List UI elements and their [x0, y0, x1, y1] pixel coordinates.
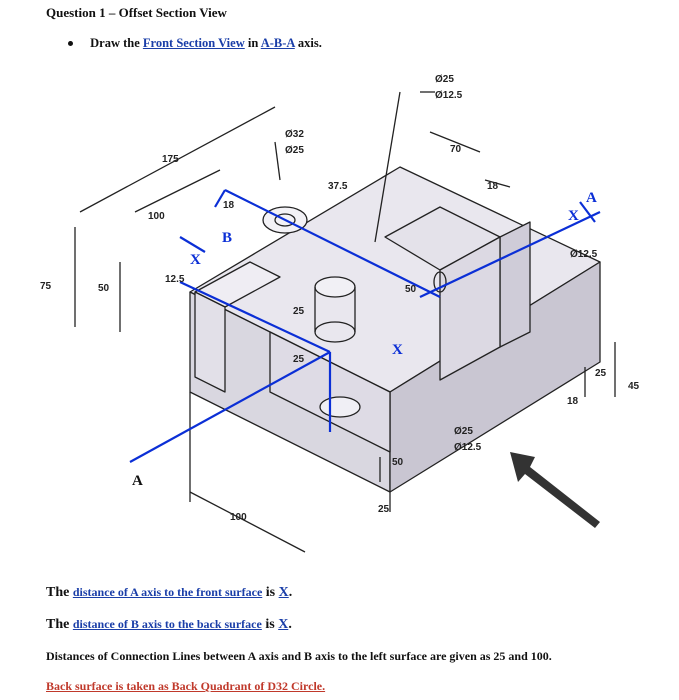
- front-section-view-link[interactable]: Front Section View: [142, 36, 245, 50]
- hole-top-inner: [274, 213, 296, 227]
- question-title: Question 1 – Offset Section View: [46, 5, 227, 20]
- label-x-right: X: [568, 208, 579, 224]
- dim-45: 45: [628, 381, 640, 392]
- upright-front: [194, 291, 226, 393]
- dim-18-left: 18: [223, 200, 235, 211]
- right-upright-side: [499, 221, 531, 348]
- dim-50-bottom: 50: [392, 457, 404, 468]
- dim-25-right: 25: [595, 368, 607, 379]
- s2-link[interactable]: distance of B axis to the back surface: [72, 617, 262, 631]
- statement-back-surface: Back surface is taken as Back Quadrant o…: [46, 679, 325, 694]
- aba-axis-link[interactable]: A-B-A: [260, 36, 295, 50]
- s1-prefix: The: [46, 585, 73, 600]
- dim-18-right: 18: [567, 396, 579, 407]
- instruction-prefix: Draw the: [90, 36, 143, 50]
- s2-mid: is: [261, 617, 279, 632]
- label-a-right: A: [586, 190, 597, 206]
- section-line-b: [179, 281, 331, 353]
- dim-100-bottom: 100: [230, 512, 247, 523]
- back-surface-note: Back surface is taken as Back Quadrant o…: [46, 679, 326, 693]
- dim-18-top: 18: [487, 181, 499, 192]
- dim-175: 175: [162, 154, 179, 165]
- dim-d25-top: Ø25: [435, 74, 454, 85]
- dim-37-5: 37.5: [328, 181, 348, 192]
- dim-d125-top: Ø12.5: [435, 90, 463, 101]
- s2-prefix: The: [46, 617, 73, 632]
- dim-25-inner: 25: [293, 306, 305, 317]
- section-line-a-right: [419, 211, 601, 298]
- s1-mid: is: [262, 585, 279, 600]
- dim-12-5-left: 12.5: [165, 274, 185, 285]
- instruction-middle: in: [247, 36, 261, 50]
- dim-d25-bottom-hole: Ø25: [454, 426, 473, 437]
- dim-d32: Ø32: [285, 129, 304, 140]
- dim-50-mid: 50: [405, 284, 417, 295]
- hole-bottom: [319, 396, 361, 418]
- isometric-drawing: Ø25 Ø12.5 Ø32 Ø25 175 100 37.5 70 18 18 …: [40, 74, 640, 553]
- instruction-line: Draw the Front Section View in A-B-A axi…: [68, 36, 322, 51]
- dim-d12-5-right: Ø12.5: [570, 249, 598, 260]
- dim-50-left: 50: [98, 283, 110, 294]
- s2-end: .: [288, 617, 292, 632]
- statement-b-axis: The distance of B axis to the back surfa…: [46, 617, 292, 633]
- statement-connection-lines: Distances of Connection Lines between A …: [46, 649, 552, 663]
- dim-100-left: 100: [148, 211, 165, 222]
- dim-d25-mid: Ø25: [285, 145, 304, 156]
- right-upright-face: [439, 236, 501, 381]
- dim-25-bottom: 25: [378, 504, 390, 515]
- dim-d12-5-bottom-hole: Ø12.5: [454, 442, 482, 453]
- s2-x: X: [278, 617, 289, 632]
- s1-end: .: [288, 585, 293, 600]
- dim-25-inner2: 25: [293, 354, 305, 365]
- dim-70: 70: [450, 144, 462, 155]
- hole-right: [433, 271, 447, 293]
- bullet-icon: [68, 40, 73, 46]
- label-x-mid: X: [392, 342, 403, 358]
- section-line-a-left: [129, 351, 331, 463]
- section-line-top: [224, 189, 441, 298]
- s1-link[interactable]: distance of A axis to the front surface: [72, 585, 263, 599]
- instruction-suffix: axis.: [297, 36, 322, 50]
- dim-75: 75: [40, 281, 52, 292]
- label-b: B: [222, 230, 232, 246]
- direction-arrow: [510, 452, 600, 528]
- cylinder-top: [314, 276, 356, 298]
- cylinder-base: [314, 321, 356, 343]
- s1-x: X: [278, 585, 289, 600]
- label-a-left: A: [132, 473, 143, 489]
- statement-a-axis: The distance of A axis to the front surf…: [46, 585, 292, 601]
- label-x-left: X: [190, 252, 201, 268]
